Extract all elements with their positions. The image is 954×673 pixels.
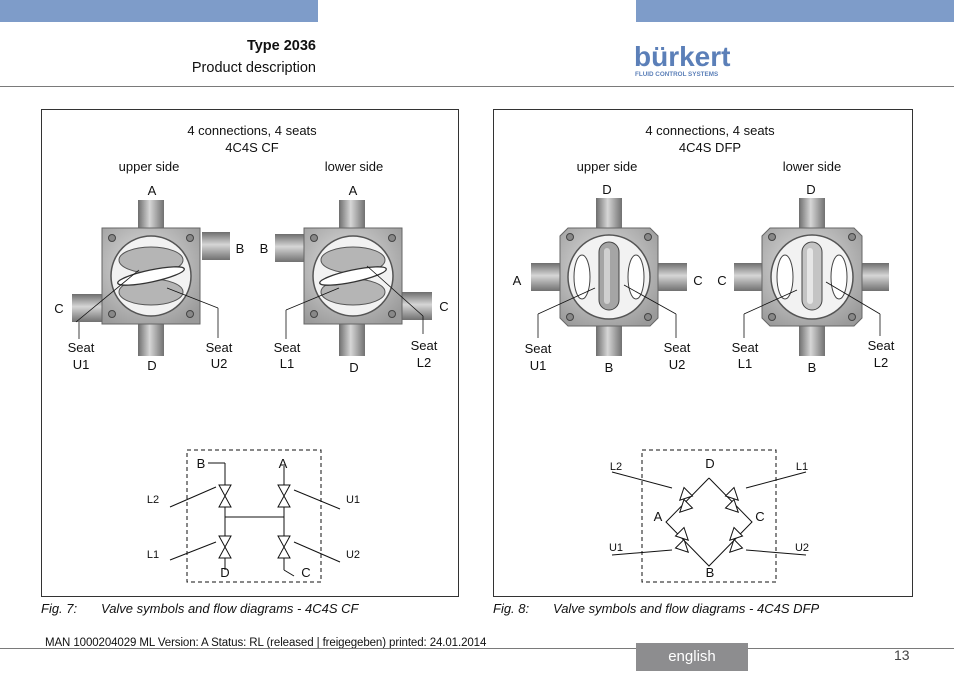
header-divider <box>0 86 954 87</box>
fig7-flow-a: A <box>279 456 288 471</box>
fig7-lower-side-label: lower side <box>325 159 384 174</box>
fig7-upper-port-bottom: D <box>147 358 156 373</box>
fig8-flow-u2: U2 <box>795 542 809 554</box>
fig8-seat-l1-word: Seat <box>732 340 759 355</box>
header-band-left <box>0 0 318 22</box>
fig8-lower-port-top: D <box>806 182 815 197</box>
fig8-flow-l1: L1 <box>796 461 808 473</box>
figure-8-frame: 4 connections, 4 seats 4C4S DFP upper si… <box>493 109 913 597</box>
fig7-seat-u1-id: U1 <box>73 357 90 372</box>
footer-divider <box>0 648 954 649</box>
fig8-upper-port-left: A <box>513 273 522 288</box>
fig8-seat-l1-id: L1 <box>738 356 752 371</box>
fig8-upper-port-bottom: B <box>605 360 614 375</box>
fig8-lower-side-label: lower side <box>783 159 842 174</box>
fig8-seat-u2-id: U2 <box>669 357 686 372</box>
fig7-flow-u1: U1 <box>346 494 360 506</box>
fig8-flow-a: A <box>654 509 663 524</box>
fig7-seat-l2-word: Seat <box>411 338 438 353</box>
fig7-upper-port-top: A <box>148 183 157 198</box>
fig7-upper-port-left: C <box>54 301 63 316</box>
fig8-lower-port-left: C <box>717 273 726 288</box>
fig7-flow-u2: U2 <box>346 549 360 561</box>
logo-tagline: FLUID CONTROL SYSTEMS <box>635 71 718 78</box>
fig7-flow-d: D <box>220 565 229 580</box>
fig7-flow-c: C <box>301 565 310 580</box>
fig7-flow-l1: L1 <box>147 549 159 561</box>
fig8-upper-side-label: upper side <box>577 159 638 174</box>
fig8-seat-u1-id: U1 <box>530 358 547 373</box>
page-number: 13 <box>894 647 910 663</box>
fig7-seat-l1-word: Seat <box>274 340 301 355</box>
document-section: Product description <box>191 60 316 76</box>
fig7-upper-side-label: upper side <box>119 159 180 174</box>
fig8-flow-c: C <box>755 509 764 524</box>
burkert-logo: bürkert FLUID CONTROL SYSTEMS <box>634 41 730 78</box>
fig7-title-line2: 4C4S CF <box>225 140 279 155</box>
fig7-seat-l2-id: L2 <box>417 355 431 370</box>
fig8-seat-l2-word: Seat <box>868 338 895 353</box>
fig7-seat-u1-word: Seat <box>68 340 95 355</box>
fig7-seat-l1-id: L1 <box>280 356 294 371</box>
figure-7-drawing: 4 connections, 4 seats 4C4S CF upper sid… <box>54 123 449 583</box>
logo-wordmark: bürkert <box>634 41 730 72</box>
fig7-seat-u2-word: Seat <box>206 340 233 355</box>
fig7-upper-port-right: B <box>236 241 245 256</box>
figure-8-caption-number: Fig. 8: <box>493 601 530 616</box>
fig7-seat-u2-id: U2 <box>211 356 228 371</box>
fig7-lower-port-left: B <box>260 241 269 256</box>
fig8-lower-valve <box>734 198 889 356</box>
fig8-seat-u2-word: Seat <box>664 340 691 355</box>
fig8-flow-diagram <box>611 449 807 583</box>
figure-7-caption-number: Fig. 7: <box>41 601 78 616</box>
fig8-title-line2: 4C4S DFP <box>679 140 741 155</box>
header-band-right <box>636 0 954 22</box>
figure-8-drawing: 4 connections, 4 seats 4C4S DFP upper si… <box>513 123 895 583</box>
fig7-lower-port-bottom: D <box>349 360 358 375</box>
fig8-flow-l2: L2 <box>610 461 622 473</box>
fig7-title-line1: 4 connections, 4 seats <box>187 123 317 138</box>
fig8-seat-u1-word: Seat <box>525 341 552 356</box>
fig8-title-line1: 4 connections, 4 seats <box>645 123 775 138</box>
fig7-flow-diagram <box>169 449 341 583</box>
fig8-seat-l2-id: L2 <box>874 355 888 370</box>
fig7-lower-port-top: A <box>349 183 358 198</box>
fig8-upper-port-right: C <box>693 273 702 288</box>
fig8-flow-b: B <box>706 565 715 580</box>
fig8-upper-valve <box>531 198 687 356</box>
fig7-flow-l2: L2 <box>147 494 159 506</box>
fig7-upper-valve <box>72 200 230 356</box>
fig8-upper-port-top: D <box>602 182 611 197</box>
figure-7-caption: Fig. 7: Valve symbols and flow diagrams -… <box>41 601 358 616</box>
figure-7-frame: 4 connections, 4 seats 4C4S CF upper sid… <box>41 109 459 597</box>
figure-7-caption-text: Valve symbols and flow diagrams - 4C4S C… <box>101 601 359 616</box>
fig7-lower-port-right: C <box>439 299 448 314</box>
fig7-flow-b: B <box>197 456 206 471</box>
fig8-lower-port-bottom: B <box>808 360 817 375</box>
document-footer-info: MAN 1000204029 ML Version: A Status: RL … <box>45 637 487 649</box>
figure-8-caption-text: Valve symbols and flow diagrams - 4C4S D… <box>553 601 820 616</box>
fig8-flow-u1: U1 <box>609 542 623 554</box>
fig8-flow-d: D <box>705 456 714 471</box>
fig7-lower-valve <box>275 200 432 356</box>
language-tab: english <box>636 643 748 671</box>
figure-8-caption: Fig. 8: Valve symbols and flow diagrams -… <box>493 601 819 616</box>
document-type: Type 2036 <box>246 38 316 54</box>
